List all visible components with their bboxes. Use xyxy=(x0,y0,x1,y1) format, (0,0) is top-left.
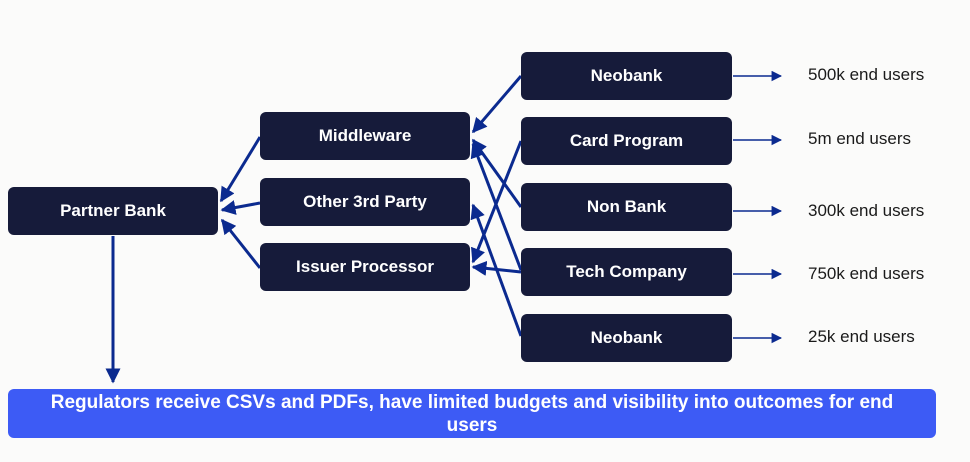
middleware-node: Middleware xyxy=(260,112,470,160)
neobank-bottom-node: Neobank xyxy=(521,314,732,362)
arrow-non-bank-to-middleware xyxy=(471,138,523,208)
end-users-card-program: 5m end users xyxy=(808,129,911,148)
card-program-node: Card Program xyxy=(521,117,732,165)
issuer-processor-node: Issuer Processor xyxy=(260,243,470,291)
arrow-card-program-to-issuer-processor xyxy=(471,140,523,264)
arrow-issuer-processor-to-partner-bank xyxy=(220,218,262,269)
arrow-middleware-to-partner-bank xyxy=(219,136,262,203)
end-users-neobank-bottom: 25k end users xyxy=(808,327,915,346)
end-users-tech-company: 750k end users xyxy=(808,264,925,283)
tech-company-node: Tech Company xyxy=(521,248,732,296)
end-users-non-bank: 300k end users xyxy=(808,201,925,220)
regulators-banner: Regulators receive CSVs and PDFs, have l… xyxy=(8,389,936,438)
arrow-other-3rd-party-to-partner-bank xyxy=(220,200,261,215)
partner-bank-node: Partner Bank xyxy=(8,187,218,235)
other-3rd-party-node: Other 3rd Party xyxy=(260,178,470,226)
arrow-neobank-top-to-middleware xyxy=(471,75,523,134)
arrow-tech-company-to-issuer-processor xyxy=(471,260,522,276)
end-users-neobank-top: 500k end users xyxy=(808,65,925,84)
neobank-top-node: Neobank xyxy=(521,52,732,100)
non-bank-node: Non Bank xyxy=(521,183,732,231)
arrow-tech-company-to-middleware xyxy=(470,142,523,271)
